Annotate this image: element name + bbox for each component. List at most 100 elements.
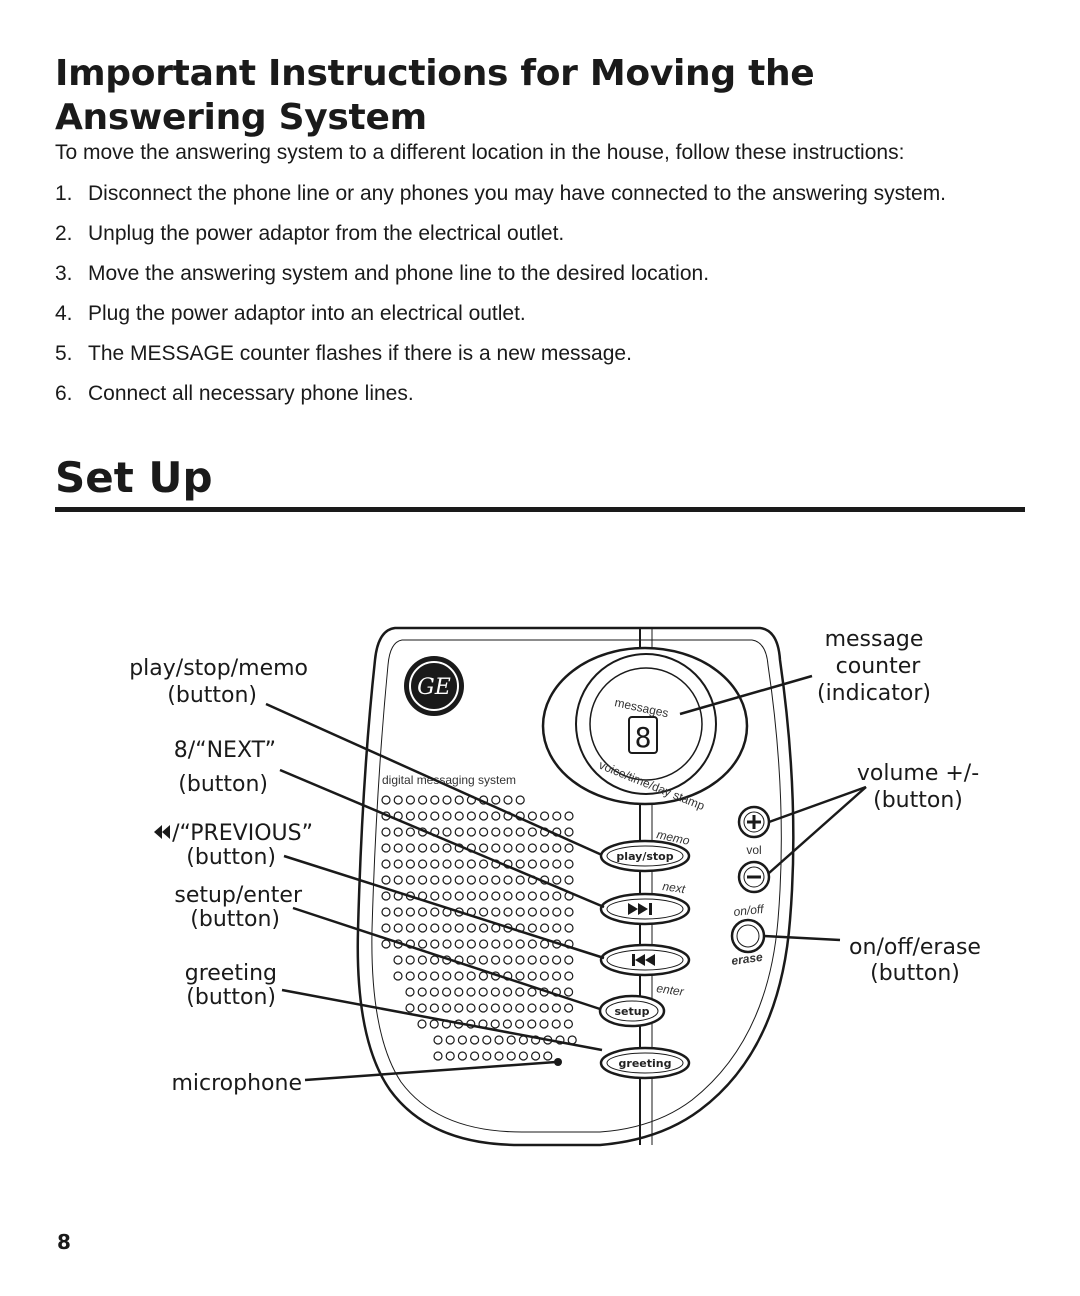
grille-hole	[527, 955, 537, 965]
grille-hole	[551, 1003, 562, 1013]
step-text: Move the answering system and phone line…	[88, 262, 710, 285]
grille-hole	[418, 907, 428, 917]
grille-hole	[454, 827, 464, 837]
grille-hole	[482, 1051, 492, 1061]
grille-hole	[539, 955, 550, 965]
grille-hole	[466, 859, 476, 869]
grille-hole	[430, 891, 440, 901]
greeting-button[interactable]: greeting	[599, 1046, 691, 1080]
grille-hole	[466, 987, 476, 997]
button-label: (button)	[873, 788, 963, 813]
grille-hole	[454, 987, 464, 997]
grille-hole	[393, 923, 403, 933]
grille-hole	[442, 891, 452, 901]
on-off-label: on/off	[733, 902, 766, 919]
grille-hole	[454, 795, 464, 805]
indicator-label: (indicator)	[817, 681, 931, 706]
grille-hole	[466, 939, 476, 949]
grille-hole	[490, 1003, 500, 1013]
grille-hole	[442, 827, 452, 837]
next-label: next	[662, 879, 687, 896]
grille-hole	[491, 939, 501, 949]
grille-hole	[405, 923, 415, 933]
volume-label: volume +/-	[857, 761, 979, 786]
grille-hole	[433, 1051, 443, 1061]
grille-hole	[503, 971, 513, 981]
step-3: 3.Move the answering system and phone li…	[55, 258, 1015, 290]
section-title: Important Instructions for Moving the An…	[55, 53, 815, 138]
grille-hole	[539, 859, 550, 869]
grille-hole	[479, 923, 489, 933]
play-stop-button[interactable]: play/stop	[599, 839, 691, 873]
skip-back-icon	[632, 954, 655, 966]
grille-hole	[555, 1035, 565, 1045]
grille-hole	[503, 891, 513, 901]
grille-hole	[515, 971, 525, 981]
setup-button[interactable]: setup	[598, 994, 666, 1028]
step-text: Unplug the power adaptor from the electr…	[88, 222, 565, 245]
grille-hole	[527, 811, 538, 821]
grille-hole	[491, 843, 501, 853]
grille-hole	[539, 1003, 549, 1013]
grille-hole	[479, 859, 489, 869]
grille-hole	[552, 891, 562, 901]
grille-hole	[418, 843, 428, 853]
previous-button[interactable]	[599, 943, 691, 977]
rewind-icon	[154, 825, 170, 839]
grille-hole	[552, 843, 562, 853]
svg-text:play/stop: play/stop	[616, 850, 673, 863]
grille-hole	[405, 875, 415, 885]
grille-hole	[564, 859, 574, 869]
grille-hole	[405, 971, 415, 981]
on-off-erase-button[interactable]	[730, 918, 766, 954]
grille-hole	[527, 1003, 537, 1013]
grille-hole	[527, 1019, 537, 1029]
grille-hole	[478, 955, 488, 965]
callout-lines	[265, 674, 867, 1082]
grille-hole	[442, 939, 452, 949]
grille-hole	[393, 795, 403, 805]
grille-hole	[564, 843, 574, 853]
grille-hole	[381, 891, 391, 901]
grille-hole	[381, 923, 391, 933]
grille-hole	[478, 1003, 488, 1013]
grille-hole	[539, 971, 550, 981]
grille-hole	[466, 955, 476, 965]
volume-up-button[interactable]	[737, 805, 771, 839]
next-button[interactable]	[599, 892, 691, 926]
grille-hole	[430, 795, 440, 805]
grille-hole	[454, 891, 464, 901]
grille-hole	[515, 955, 525, 965]
grille-hole	[564, 907, 574, 917]
grille-hole	[530, 1051, 541, 1061]
grille-hole	[479, 843, 489, 853]
grille-hole	[539, 891, 550, 901]
button-label: (button)	[167, 683, 257, 708]
grille-hole	[381, 827, 391, 837]
greeting-label: greeting	[185, 961, 277, 986]
grille-hole	[405, 859, 415, 869]
microphone-label: microphone	[171, 1071, 302, 1096]
grille-hole	[454, 923, 464, 933]
microphone-hole	[554, 1058, 562, 1066]
svg-text:setup: setup	[615, 1005, 650, 1018]
step-text: Connect all necessary phone lines.	[88, 382, 414, 405]
volume-down-button[interactable]	[737, 860, 771, 894]
vol-label: vol	[746, 843, 761, 857]
grille-hole	[479, 875, 489, 885]
grille-hole	[466, 827, 476, 837]
grille-hole	[551, 987, 562, 997]
grille-hole	[405, 843, 415, 853]
counter-label: counter	[836, 654, 922, 679]
grille-hole	[506, 1035, 516, 1045]
grille-hole	[393, 971, 403, 981]
grille-hole	[479, 891, 489, 901]
grille-hole	[430, 907, 440, 917]
grille-hole	[442, 1003, 452, 1013]
ge-logo: GE	[404, 656, 464, 716]
message-label: message	[825, 627, 924, 652]
previous-callout-label: /“PREVIOUS”	[172, 821, 313, 846]
page-number: 8	[57, 1230, 71, 1254]
button-label: (button)	[190, 907, 280, 932]
step-number: 5.	[55, 342, 73, 365]
